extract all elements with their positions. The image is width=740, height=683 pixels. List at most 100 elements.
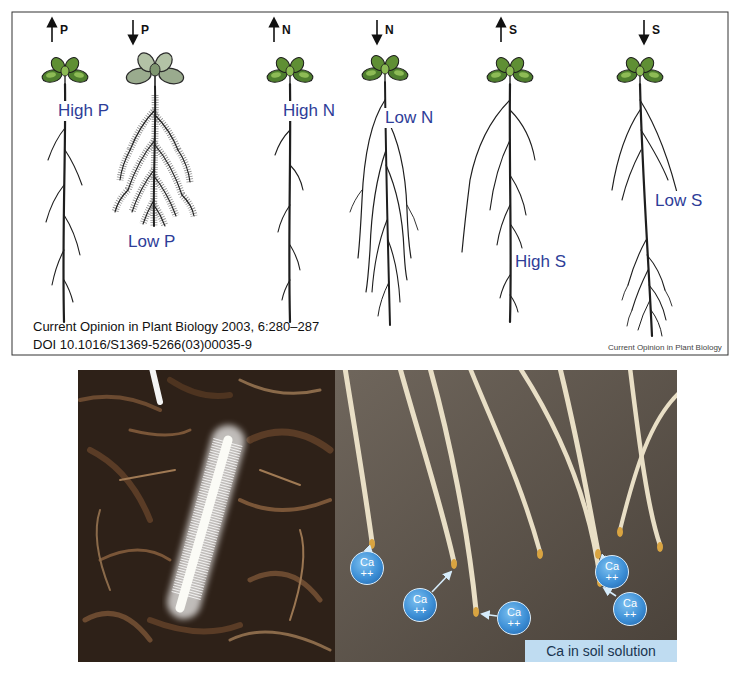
seedling-roots	[155, 115, 178, 150]
soil-photo	[120, 470, 175, 480]
condition-label: Low P	[126, 232, 177, 252]
supply-arrow	[273, 22, 275, 42]
seedling-roots	[509, 84, 512, 322]
seedling-roots	[46, 185, 64, 222]
seedling-roots	[622, 285, 628, 300]
root-tip-photo	[345, 370, 677, 610]
seedling-roots	[647, 255, 665, 290]
seedling-roots	[366, 150, 386, 292]
journal-credit: Current Opinion in Plant Biology	[608, 343, 722, 352]
root-tip-photo	[335, 370, 677, 662]
seedling-roots	[641, 130, 668, 180]
soil-photo	[78, 370, 335, 662]
seedling-roots	[462, 100, 510, 252]
ion-circle: Ca ++	[350, 551, 384, 585]
seedling-roots	[500, 275, 510, 298]
soil-photo	[180, 440, 228, 608]
soil-photo	[150, 620, 240, 631]
seedling-roots	[120, 150, 130, 180]
soil-photo	[290, 530, 303, 620]
seedling-roots	[627, 310, 632, 326]
root-tip	[369, 539, 375, 549]
seedling-roots	[154, 205, 165, 226]
seedling-roots	[64, 215, 80, 255]
seedling-roots	[182, 195, 194, 216]
soil-photo	[80, 397, 160, 410]
seedling-roots	[178, 150, 190, 182]
nutrient-letter: N	[282, 24, 291, 38]
seedling-shoot	[41, 55, 89, 84]
nutrient-letter: S	[509, 24, 517, 38]
root-tip-photo	[470, 370, 540, 552]
citation-text: Current Opinion in Plant Biology 2003, 6…	[33, 320, 319, 335]
seedling-roots	[115, 86, 194, 226]
photo-caption: Ca in soil solution	[546, 643, 656, 659]
ion-symbol: Ca ++	[412, 594, 429, 616]
soil-photo	[100, 550, 170, 560]
seedling-shoot	[361, 53, 409, 82]
ion-symbol: Ca ++	[506, 607, 523, 629]
seedling-roots	[155, 115, 178, 150]
seedling-roots	[385, 115, 411, 258]
root-tip-photo	[620, 392, 677, 530]
supply-arrow	[132, 20, 134, 40]
seedling-roots	[120, 150, 130, 180]
seedling-roots	[612, 110, 640, 190]
soil-photo	[85, 613, 150, 640]
seedling-roots	[388, 240, 400, 302]
seedling-roots	[651, 310, 662, 336]
seedling-roots	[290, 165, 303, 190]
ion-circle: Ca ++	[595, 555, 629, 589]
condition-label: High N	[281, 101, 337, 121]
seedling-roots	[48, 128, 65, 160]
seedling-shoot	[125, 50, 185, 86]
soil-photo	[130, 430, 190, 435]
root-tip-photo	[560, 370, 598, 552]
seedling-roots	[155, 145, 182, 195]
root-tip-photo	[400, 370, 454, 562]
seedling-roots	[52, 250, 64, 285]
soil-photo	[152, 370, 160, 402]
seedling-roots	[65, 150, 82, 185]
root-tip	[473, 607, 479, 617]
seedling-roots	[510, 110, 535, 160]
seedling-roots	[282, 280, 290, 300]
seedling-roots	[510, 295, 518, 312]
seedling-roots	[490, 140, 510, 210]
uptake-arrow	[482, 614, 497, 616]
seedling-shoot	[266, 55, 314, 84]
seedling-roots	[497, 205, 510, 245]
uptake-arrow	[432, 572, 451, 592]
seedling-roots	[350, 190, 362, 212]
soil-photo	[97, 510, 110, 590]
seedling-roots	[64, 280, 73, 302]
root-tip	[595, 549, 601, 559]
root-tip-photo	[520, 370, 600, 580]
seedling-roots	[128, 140, 155, 190]
ion-symbol: Ca ++	[622, 598, 639, 620]
ion-circle: Ca ++	[403, 588, 437, 622]
seedling-roots	[640, 84, 652, 336]
seedling-roots	[649, 285, 666, 320]
supply-arrow	[500, 22, 502, 42]
supply-arrow	[52, 20, 644, 42]
seedling-roots	[622, 150, 641, 200]
seedling-roots	[372, 220, 387, 292]
root-tip-photo	[345, 370, 372, 542]
soil-photo	[230, 632, 330, 650]
condition-label: High P	[56, 101, 111, 121]
seedling-roots	[511, 225, 522, 248]
root-tip-photo	[430, 370, 476, 610]
nutrient-letter: S	[652, 24, 660, 38]
seedling-roots	[143, 200, 154, 224]
caption-band: Ca in soil solution	[525, 640, 677, 662]
seedling-roots	[115, 86, 194, 226]
seedling-roots	[628, 240, 646, 285]
seedling-roots	[462, 84, 535, 322]
soil-photo	[78, 370, 335, 662]
soil-photo	[240, 500, 330, 510]
supply-arrow	[51, 22, 53, 42]
seedling-roots	[278, 205, 290, 232]
seedling-roots	[386, 165, 407, 280]
